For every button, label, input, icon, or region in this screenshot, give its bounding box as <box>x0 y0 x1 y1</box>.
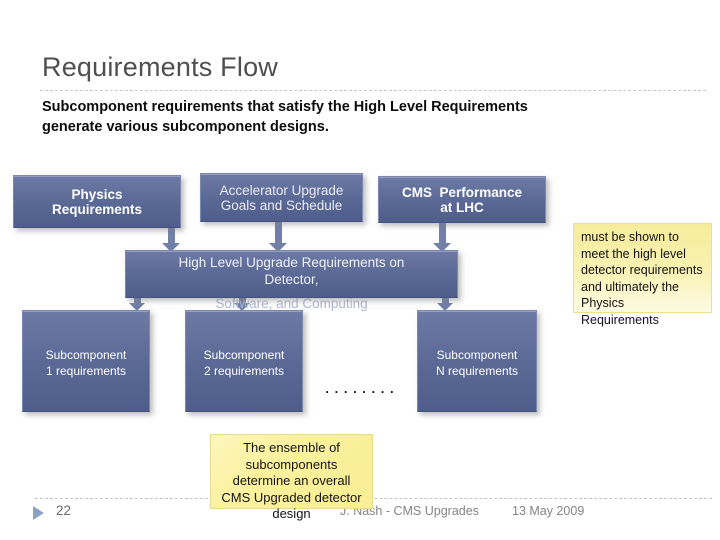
page-title: Requirements Flow <box>42 52 278 82</box>
arrow-head-icon <box>269 243 287 252</box>
subcomponent-title: Subcomponent N requirements <box>435 348 519 378</box>
arrow-head-icon <box>433 243 451 252</box>
footer-triangle-icon <box>33 506 44 520</box>
down-arrow <box>233 297 251 311</box>
flow-box-physics-requirements: Physics Requirements <box>13 175 181 228</box>
bottom-note: The ensemble of subcomponents determine … <box>210 434 373 523</box>
arrow-head-icon <box>129 303 145 311</box>
side-note-background <box>573 223 712 313</box>
subcomponent-title: Subcomponent 2 requirements <box>203 348 285 378</box>
ellipsis-dots: . . . . . . . . <box>325 381 395 396</box>
arrow-stem <box>167 227 175 243</box>
arrow-head-icon <box>162 243 180 252</box>
down-arrow <box>128 297 146 311</box>
arrow-stem <box>238 297 246 303</box>
arrow-stem <box>441 297 449 303</box>
side-note: must be shown to meet the high level det… <box>573 223 712 328</box>
flow-box-subcomponent-2: Subcomponent 2 requirements (subdetector… <box>185 310 303 469</box>
footer-divider <box>35 498 712 499</box>
flow-box-subcomponent-1: Subcomponent 1 requirements (subdetector… <box>22 310 150 469</box>
slide-subtitle: Subcomponent requirements that satisfy t… <box>42 99 528 135</box>
flow-box-subcomponent-n: Subcomponent N requirements (subdetector… <box>417 310 537 469</box>
down-arrow <box>162 227 180 252</box>
arrow-stem <box>274 221 282 243</box>
down-arrow <box>269 221 287 252</box>
bottom-note-text: The ensemble of subcomponents determine … <box>221 440 362 522</box>
footer-credit: J. Nash - CMS Upgrades <box>340 504 479 518</box>
flow-box-cms-performance: CMS Performance at LHC <box>378 176 546 223</box>
side-note-text: must be shown to meet the high level det… <box>581 230 703 327</box>
arrow-head-icon <box>437 303 453 311</box>
bottom-note-background <box>210 434 373 509</box>
subcomponent-detail: (subdetectors, software, Computing) <box>47 424 125 469</box>
arrow-stem <box>438 222 446 243</box>
arrow-head-icon <box>234 303 250 311</box>
high-level-box-overflow-text: Software, and Computing <box>215 296 368 311</box>
subcomponent-title: Subcomponent 1 requirements <box>45 348 127 378</box>
title-divider <box>40 90 706 91</box>
down-arrow <box>433 222 451 252</box>
flow-box-high-level-requirements: High Level Upgrade Requirements on Detec… <box>125 250 458 298</box>
footer-date: 13 May 2009 <box>512 504 585 518</box>
page-number: 22 <box>56 503 72 518</box>
down-arrow <box>436 297 454 311</box>
flow-box-accelerator-upgrade: Accelerator Upgrade Goals and Schedule <box>200 173 363 222</box>
arrow-stem <box>133 297 141 303</box>
subcomponent-detail: (subdetectors, software, Computing) <box>438 424 516 469</box>
